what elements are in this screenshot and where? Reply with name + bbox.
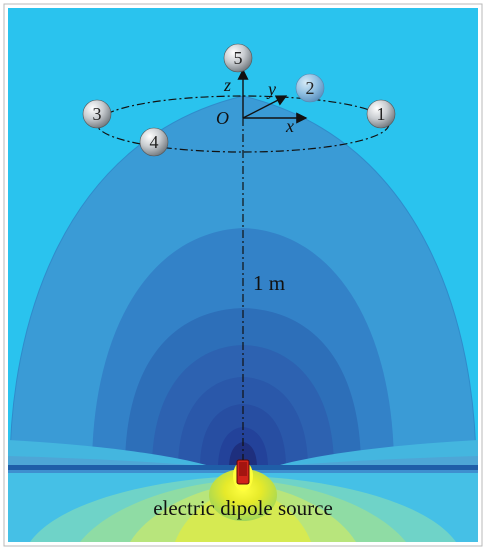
marker-2-label: 2 bbox=[306, 78, 315, 98]
marker-4-label: 4 bbox=[150, 132, 159, 152]
source-caption: electric dipole source bbox=[153, 496, 333, 520]
z-axis-label: z bbox=[223, 75, 231, 95]
marker-1: 1 bbox=[366, 99, 396, 129]
marker-3-label: 3 bbox=[93, 104, 102, 124]
marker-3: 3 bbox=[82, 99, 112, 129]
marker-4: 4 bbox=[139, 127, 169, 157]
marker-1-label: 1 bbox=[377, 104, 386, 124]
marker-5-label: 5 bbox=[234, 48, 243, 68]
x-axis-label: x bbox=[285, 116, 294, 136]
dipole-source bbox=[233, 459, 253, 491]
marker-5: 5 bbox=[223, 43, 253, 73]
distance-label: 1 m bbox=[253, 271, 285, 295]
y-axis-label: y bbox=[266, 79, 276, 99]
origin-label: O bbox=[216, 108, 229, 128]
y-axis bbox=[242, 95, 288, 119]
coordinate-axes: z x y O bbox=[216, 68, 308, 136]
marker-2: 2 bbox=[295, 73, 325, 103]
